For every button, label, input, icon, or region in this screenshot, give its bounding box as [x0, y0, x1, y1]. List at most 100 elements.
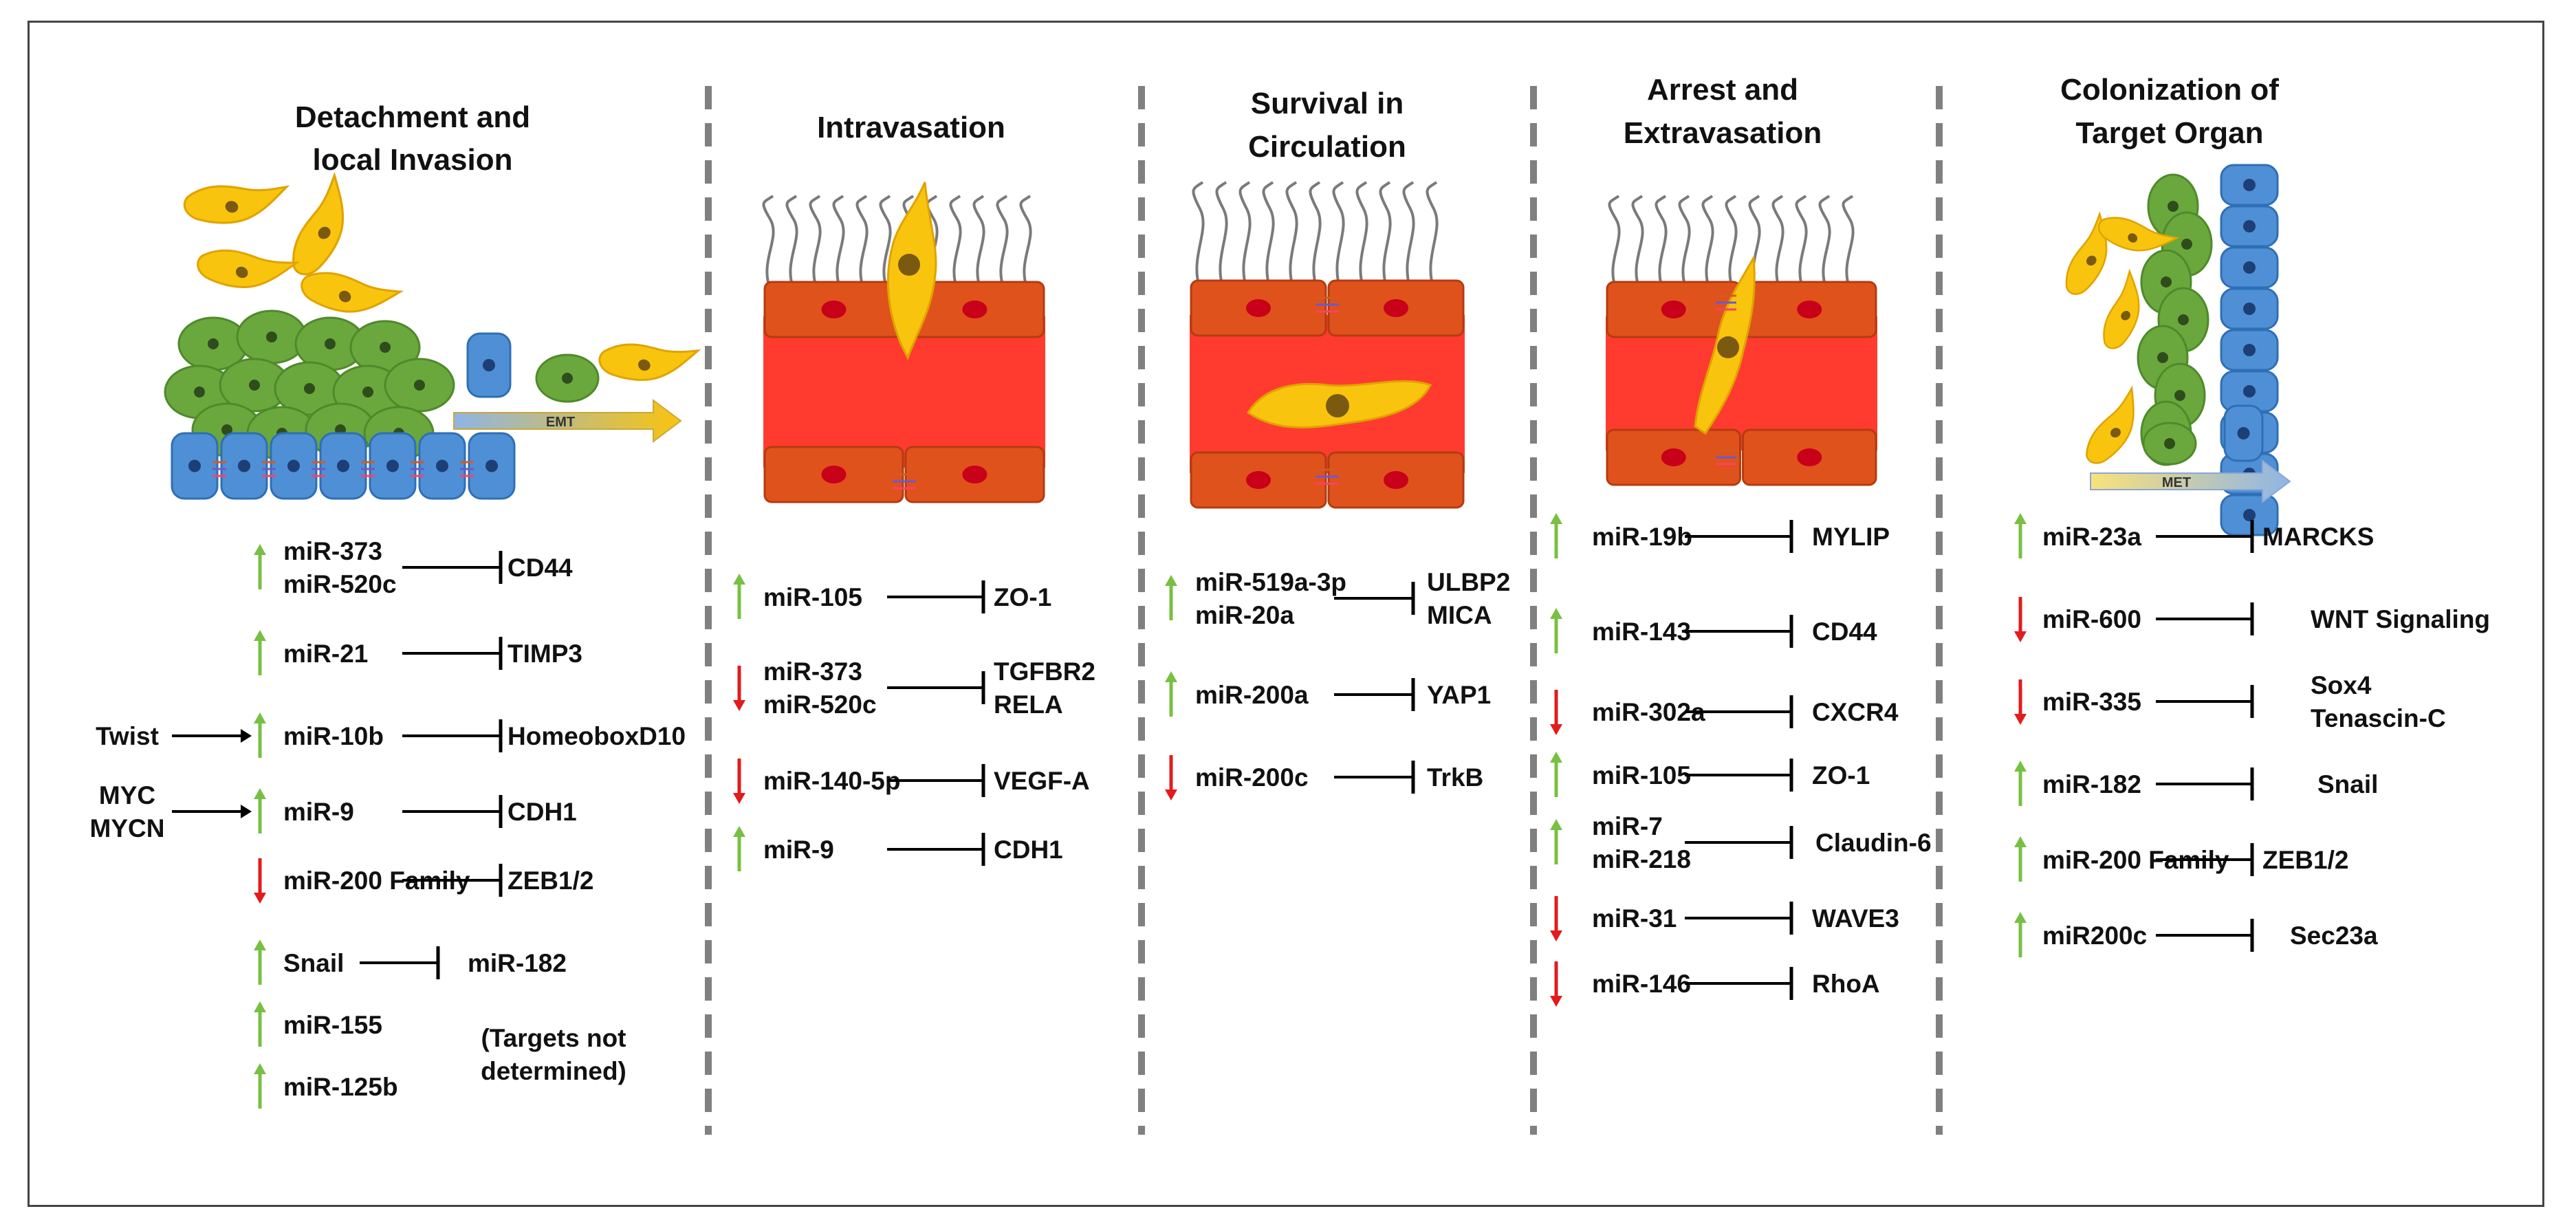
basal-cell-nucleus	[483, 359, 495, 371]
arrow-head	[254, 1001, 266, 1012]
circulating-tumor-nucleus	[1326, 394, 1349, 417]
strand	[1818, 195, 1831, 290]
tumor-cell-nucleus	[637, 359, 651, 371]
target-label: TrkB	[1427, 763, 1483, 792]
strand	[1678, 195, 1691, 290]
mirna-label: miR-105	[1592, 761, 1691, 789]
target-label: Sec23a	[2290, 922, 2378, 950]
target-label: Claudin-6	[1815, 829, 1932, 857]
stage-title-2: Intravasation	[817, 111, 1005, 144]
cell-junction	[361, 461, 375, 477]
epithelial-cell-nucleus	[414, 380, 425, 391]
mirna-label: miR-23a	[2042, 523, 2141, 551]
upregulated-arrow-icon	[1550, 608, 1562, 653]
basal-cell-nucleus	[238, 459, 250, 472]
note-label: (Targets not	[481, 1024, 626, 1052]
endothelial-nucleus	[1246, 299, 1271, 317]
basal-cell-nucleus	[2243, 303, 2256, 315]
mirna-label: miR-9	[283, 798, 354, 826]
downregulated-arrow-icon	[733, 759, 745, 804]
arrow-head	[1550, 608, 1562, 619]
arrow-head	[1550, 930, 1562, 941]
tumor-cell	[197, 249, 301, 288]
strand	[1655, 195, 1668, 290]
arrow-head	[254, 893, 266, 904]
cell-junction	[1316, 296, 1339, 313]
stage-title-4: Arrest and	[1647, 73, 1798, 107]
strand	[1262, 181, 1275, 290]
mirna-label: miR-218	[1592, 845, 1691, 873]
target-label: WNT Signaling	[2311, 605, 2490, 633]
target-label: Snail	[2317, 770, 2378, 798]
tumor-cell-nucleus	[2128, 233, 2138, 243]
target-label: CD44	[507, 554, 573, 582]
cell-junction	[1716, 449, 1736, 466]
strand	[1426, 181, 1439, 290]
basal-cell	[220, 432, 268, 500]
basal-cell	[418, 432, 466, 500]
cell-junction	[1716, 294, 1736, 311]
mirna-label: miR200c	[2042, 922, 2147, 950]
epithelial-cell-nucleus	[2181, 239, 2192, 250]
stage-title-3: Circulation	[1248, 130, 1406, 164]
tumor-cell-body	[2097, 217, 2180, 252]
target-label: WAVE3	[1812, 904, 1899, 933]
upregulated-arrow-icon	[1165, 575, 1177, 620]
arrow-head	[2014, 631, 2027, 642]
target-label: miR-182	[468, 949, 567, 977]
strand	[1631, 195, 1644, 290]
tumor-cell-body	[598, 343, 701, 381]
epithelial-cell-nucleus	[2174, 390, 2185, 401]
basal-cell	[2220, 246, 2279, 289]
strand	[762, 195, 775, 290]
strand	[1215, 181, 1228, 290]
strand	[832, 195, 845, 290]
basal-cell	[2220, 494, 2279, 536]
target-label: CXCR4	[1812, 698, 1899, 726]
mirna-label: miR-31	[1592, 904, 1677, 933]
basal-cell-nucleus	[2243, 179, 2256, 191]
mirna-label: miR-19b	[1592, 523, 1692, 551]
basal-cell-nucleus	[337, 459, 349, 472]
mirna-label: miR-125b	[283, 1073, 398, 1101]
upregulated-arrow-icon	[2014, 912, 2027, 957]
target-label: MYLIP	[1812, 523, 1890, 551]
tumor-cell-nucleus	[235, 266, 248, 279]
upregulated-arrow-icon	[254, 1001, 266, 1047]
target-label: CD44	[1812, 618, 1877, 646]
basal-cell-nucleus	[2243, 220, 2256, 232]
basal-cell-nucleus	[2243, 344, 2256, 356]
strand	[809, 195, 822, 290]
basal-cell-nucleus	[2243, 385, 2256, 397]
emt-label: EMT	[546, 415, 575, 430]
stage-title-5: Colonization of	[2060, 73, 2279, 107]
strand	[1379, 181, 1392, 290]
upregulated-arrow-icon	[1550, 752, 1562, 797]
basal-cell	[2220, 164, 2279, 206]
target-label: ULBP2	[1427, 568, 1510, 596]
basal-cell-nucleus	[2243, 509, 2256, 521]
strand	[1725, 195, 1738, 290]
tumor-cell	[292, 171, 345, 276]
stage-title-1: local Invasion	[313, 143, 513, 177]
arrow-head	[2014, 714, 2027, 725]
upregulated-arrow-icon	[254, 630, 266, 675]
strand	[1355, 181, 1368, 290]
intravasating-tumor-nucleus	[898, 254, 920, 276]
tumor-cell	[2085, 385, 2135, 464]
tumor-cell-body	[2103, 268, 2140, 349]
cell-junction	[1316, 468, 1339, 485]
arrow-head	[2014, 513, 2027, 524]
downregulated-arrow-icon	[2014, 679, 2027, 725]
arrow-head	[1550, 513, 1562, 524]
mirna-label: miR-105	[763, 583, 862, 611]
upregulated-arrow-icon	[254, 939, 266, 985]
endothelial-nucleus	[821, 466, 847, 483]
arrow-head	[733, 793, 745, 804]
strand	[1842, 195, 1855, 290]
strand	[1608, 195, 1621, 290]
target-label: ZO-1	[1812, 761, 1870, 789]
mirna-label: miR-520c	[763, 690, 877, 719]
strand	[1795, 195, 1808, 290]
